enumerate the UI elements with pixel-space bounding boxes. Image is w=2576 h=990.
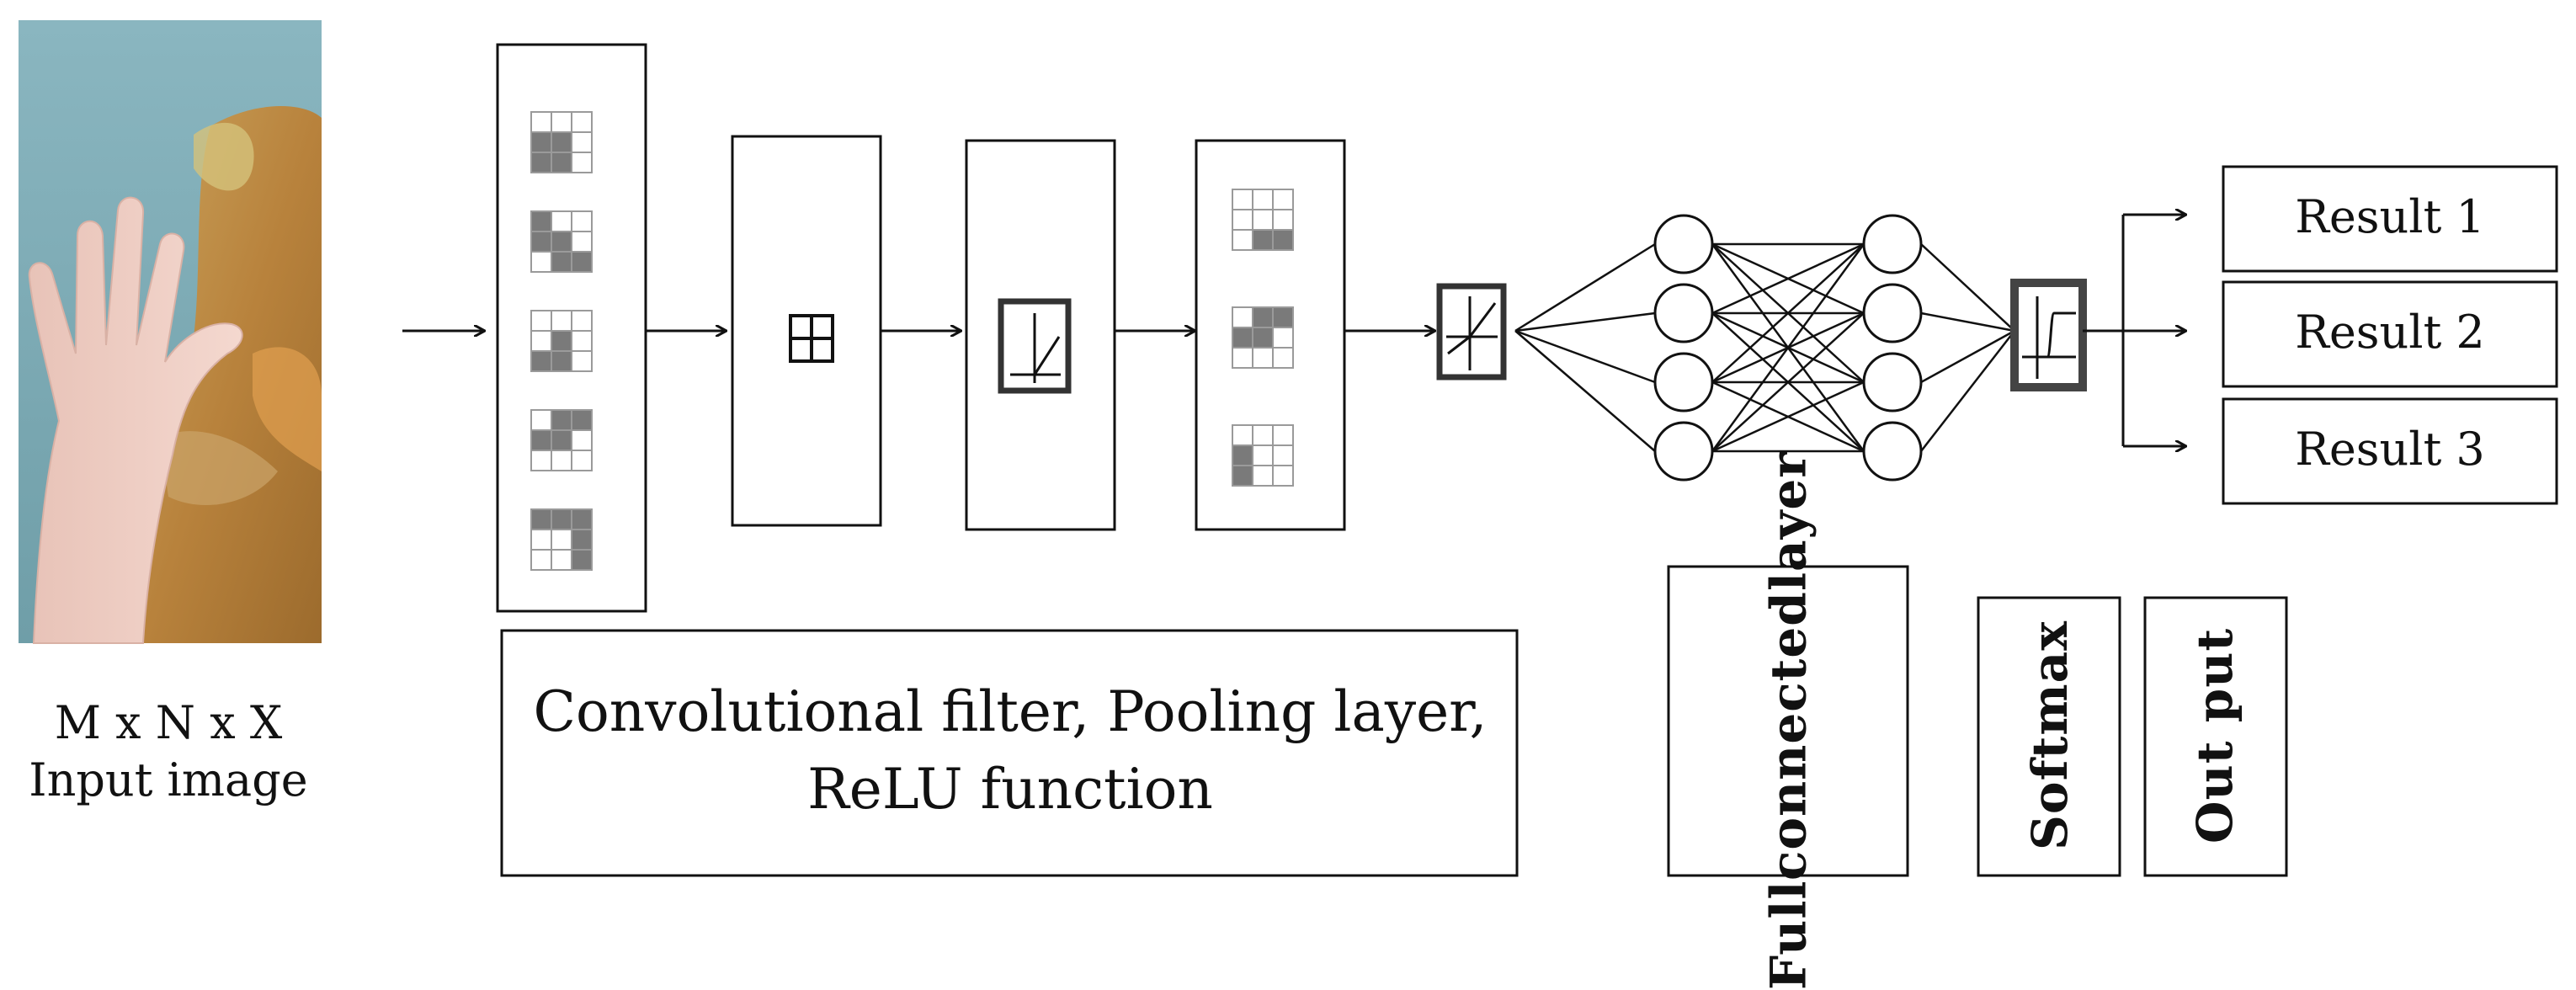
pooled-grid-2: [1232, 306, 1294, 369]
fc-input-neuron-2: [1653, 283, 1714, 343]
fc-output-neuron-4: [1862, 421, 1923, 482]
fc-label-line1: Full: [1759, 880, 1818, 990]
fc-output-neuron-2: [1862, 283, 1923, 343]
input-image-caption: M x N x X Input image: [0, 695, 337, 808]
fc-label-line2: connected: [1759, 590, 1818, 881]
fully-connected-network: [1514, 214, 2015, 482]
conv-caption-line2: ReLU function: [807, 757, 1213, 822]
conv-caption-line1: Convolutional filter, Pooling layer,: [533, 679, 1488, 744]
relu-activation-icon: [1436, 283, 1507, 381]
fc-input-edge-1: [1514, 242, 1656, 333]
fc-input-edge-3: [1514, 329, 1656, 384]
softmax-label: Softmax: [2021, 620, 2078, 851]
filter-grid-2: [530, 210, 593, 273]
filter-grid-1: [530, 111, 593, 173]
result-2-box: [2222, 280, 2558, 388]
fc-output-edge-1: [1920, 243, 2015, 332]
input-caption-label: Input image: [29, 753, 308, 806]
pooled-grid-3: [1232, 424, 1294, 487]
output-label: Out put: [2186, 627, 2243, 844]
fc-output-edge-2: [1920, 311, 2015, 333]
diagram-canvas: [19, 20, 2558, 877]
fc-layer-label: Full connected layer: [1671, 451, 1907, 990]
result-3-box: [2222, 397, 2558, 505]
result-3-label: Result 3: [2295, 423, 2485, 476]
fc-output-neuron-3: [1862, 352, 1923, 412]
input-image: [19, 20, 322, 644]
input-dimension-label: M x N x X: [54, 696, 283, 749]
fc-label-line3: layer: [1759, 451, 1818, 591]
filter-grids: [530, 111, 593, 571]
conv-caption-text: Convolutional filter, Pooling layer, ReL…: [503, 673, 1517, 829]
fc-input-neuron-3: [1653, 352, 1714, 412]
fc-label-box: [1667, 565, 1909, 877]
softmax-icon: [2010, 279, 2087, 391]
output-branches: [2083, 215, 2185, 446]
fc-edge-2-1: [1711, 242, 1865, 315]
fc-output-edge-4: [1920, 330, 2015, 452]
softmax-label-box: [1977, 596, 2121, 877]
pooled-grids: [1232, 189, 1294, 487]
relu-box: [965, 139, 1116, 531]
fc-input-edge-2: [1514, 311, 1656, 333]
filter-grid-4: [530, 409, 593, 471]
fc-input-neuron-1: [1653, 214, 1714, 274]
fc-input-edge-4: [1514, 330, 1656, 452]
fc-output-edge-3: [1920, 329, 2015, 384]
fc-edge-4-2: [1711, 312, 1865, 452]
fc-edge-4-1: [1711, 243, 1865, 452]
fc-edge-3-1: [1711, 243, 1865, 383]
result-1-box: [2222, 165, 2558, 273]
fc-output-neuron-1: [1862, 214, 1923, 274]
result-1-label: Result 1: [2295, 190, 2485, 243]
fc-edge-4-3: [1711, 381, 1865, 453]
fc-input-neuron-4: [1653, 421, 1714, 482]
result-2-label: Result 2: [2295, 306, 2485, 359]
cnn-diagram: M x N x X Input image Convolutional filt…: [0, 20, 2558, 990]
output-label-box: [2143, 596, 2288, 877]
filter-grid-5: [530, 508, 593, 571]
pooled-grid-1: [1232, 189, 1294, 251]
pooling-window-icon: [789, 314, 834, 363]
relu-icon: [998, 298, 1072, 394]
conv-caption-box: [500, 629, 1519, 877]
filter-grid-3: [530, 310, 593, 372]
